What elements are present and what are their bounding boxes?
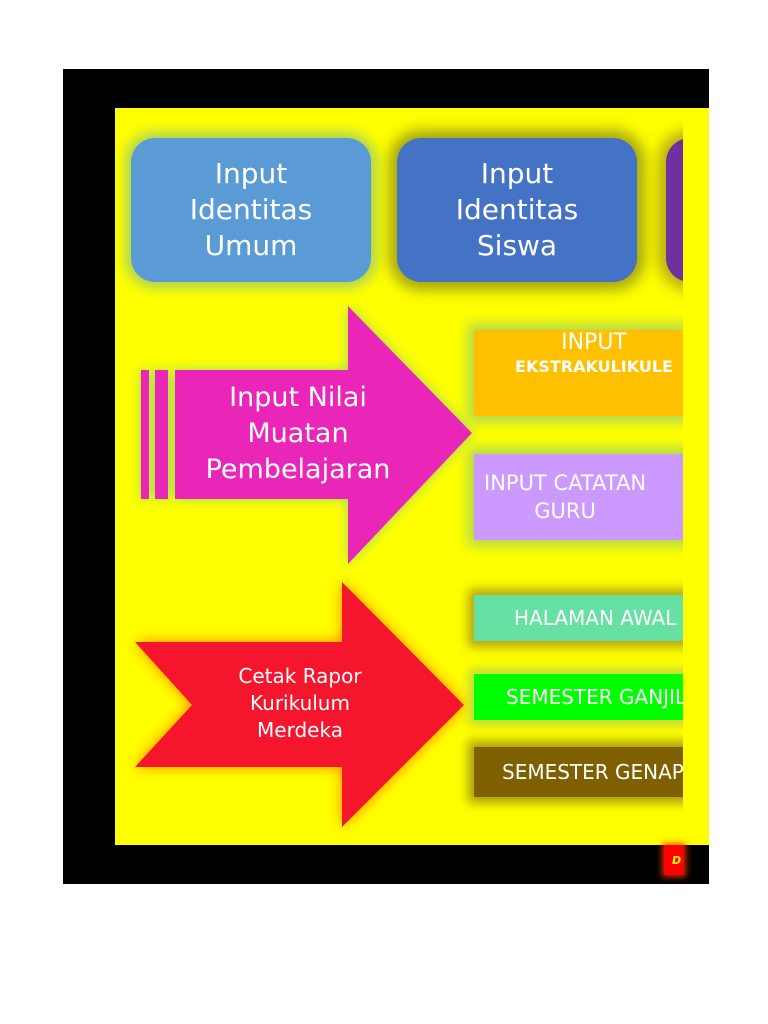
input-ekstrakurikuler-button[interactable]: INPUT EKSTRAKULIKULE xyxy=(474,330,704,416)
right-edge-strip xyxy=(683,108,709,845)
semester-ganjil-button[interactable]: SEMESTER GANJIL xyxy=(474,674,704,720)
footer-badge: D xyxy=(664,845,684,875)
input-nilai-label: Input Nilai Muatan Pembelajaran xyxy=(205,382,391,485)
input-identitas-siswa-button[interactable]: Input Identitas Siswa xyxy=(397,138,637,282)
cetak-rapor-label: Cetak Rapor Kurikulum Merdeka xyxy=(238,664,362,742)
menu-panel: Input Identitas Umum Input Identitas Sis… xyxy=(115,108,709,845)
input-nilai-arrow-icon[interactable] xyxy=(141,306,472,564)
cetak-rapor-arrow-icon[interactable] xyxy=(135,582,464,827)
input-identitas-umum-button[interactable]: Input Identitas Umum xyxy=(131,138,371,282)
worksheet-frame: Input Identitas Umum Input Identitas Sis… xyxy=(63,69,709,884)
semester-genap-button[interactable]: SEMESTER GENAP xyxy=(474,747,704,797)
input-catatan-guru-button[interactable]: INPUT CATATAN GURU xyxy=(474,454,704,540)
ekstrakurikuler-label-line2: EKSTRAKULIKULE xyxy=(515,357,673,376)
halaman-awal-button[interactable]: HALAMAN AWAL xyxy=(474,595,704,641)
ekstrakurikuler-label-line1: INPUT xyxy=(561,330,627,355)
arrow-shapes xyxy=(135,306,472,827)
